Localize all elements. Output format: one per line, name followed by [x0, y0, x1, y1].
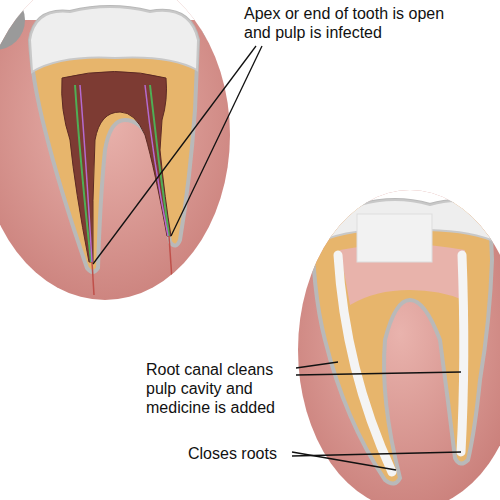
leader-lines [93, 46, 461, 470]
infected-tooth [0, 0, 260, 310]
treated-tooth [268, 183, 500, 500]
callout-label: Apex or end of tooth is open and pulp is… [244, 4, 449, 42]
callout-label: Root canal cleans pulp cavity and medici… [146, 360, 292, 417]
callout-label: Closes roots [188, 444, 288, 463]
